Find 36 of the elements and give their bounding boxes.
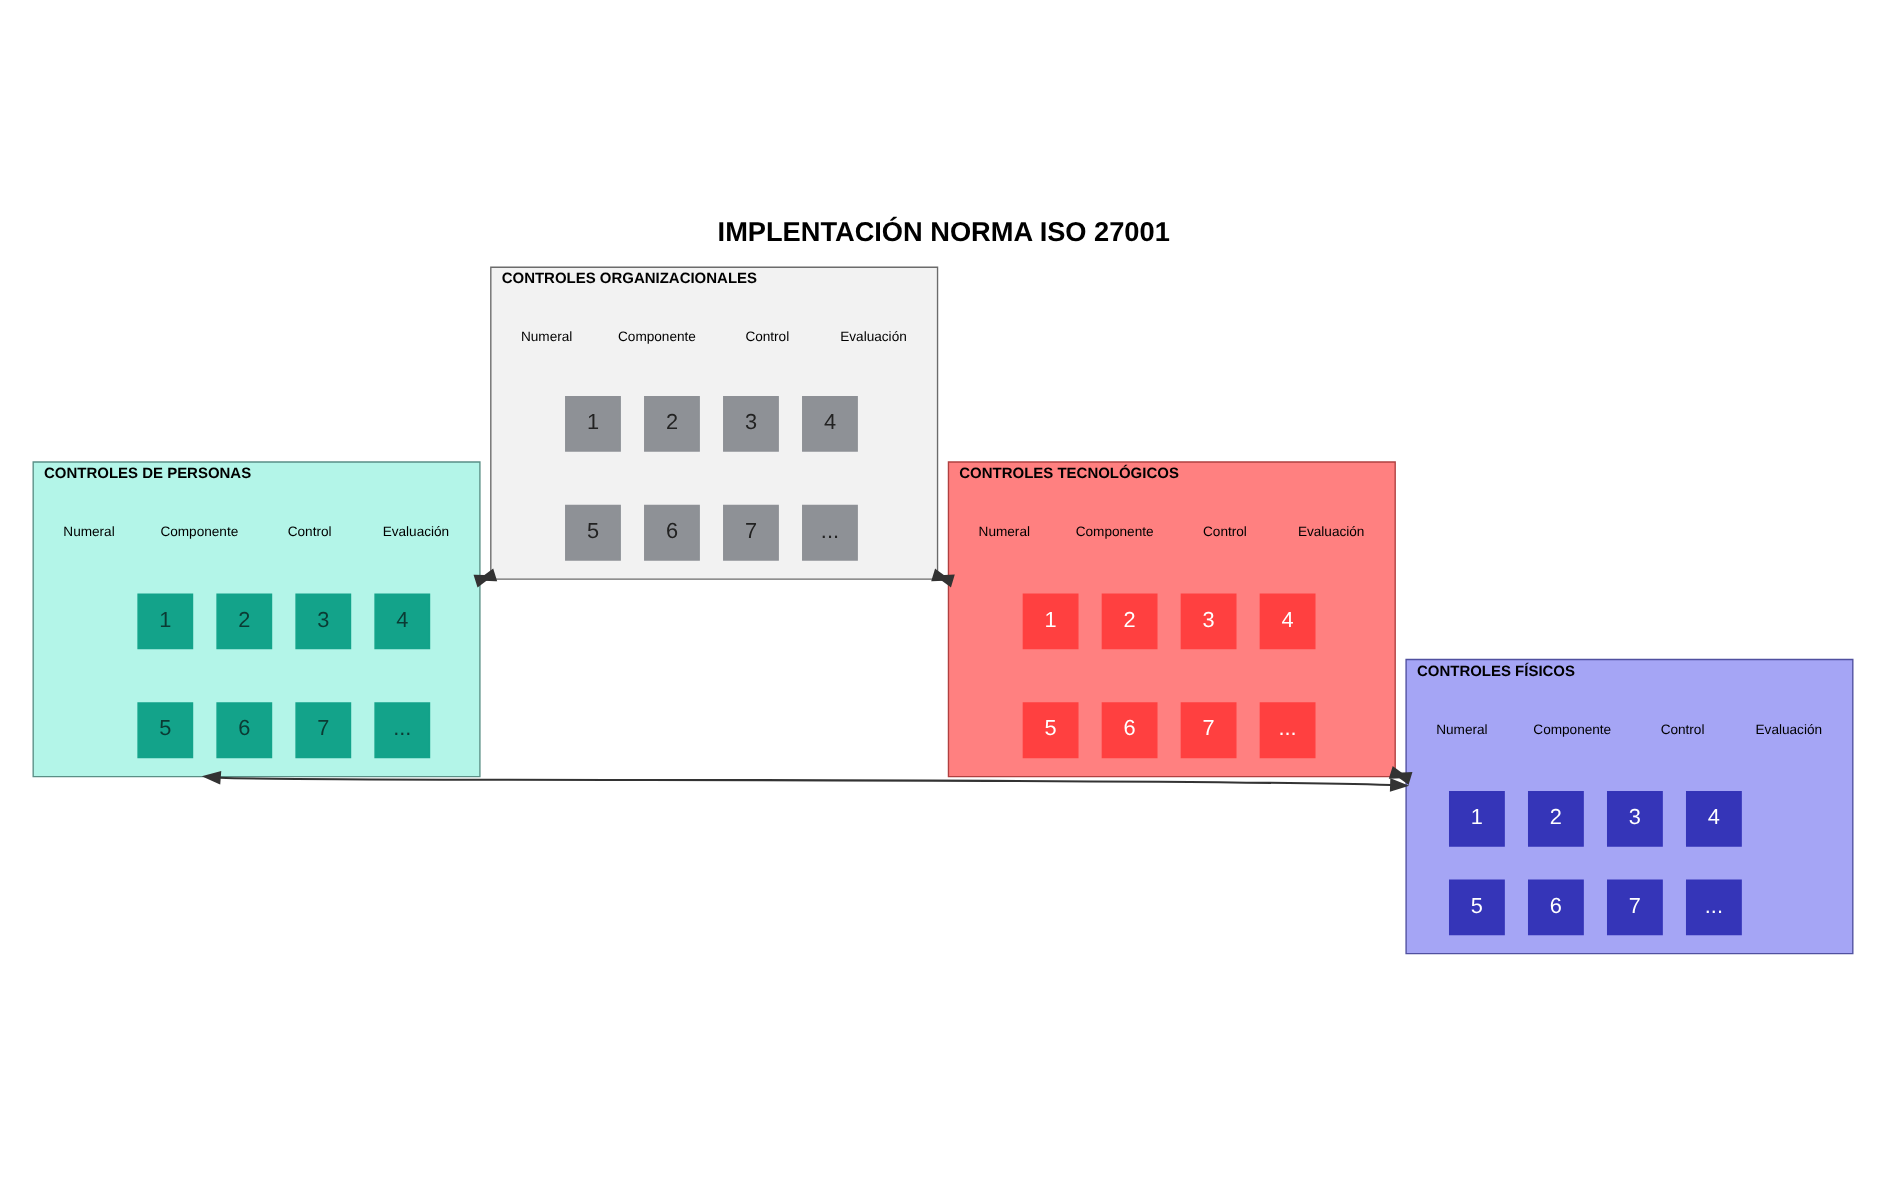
- node-box: 5: [1449, 878, 1505, 935]
- node-box: 7: [723, 503, 779, 560]
- node-box: 4: [374, 592, 431, 649]
- node-box: 4: [802, 394, 858, 451]
- diagram-title: IMPLENTACIÓN NORMA ISO 27001: [717, 216, 1170, 247]
- node-box: 6: [1528, 878, 1584, 935]
- node-box: 2: [1101, 592, 1158, 649]
- node-box: ...: [802, 503, 858, 560]
- node-box: 5: [565, 503, 621, 560]
- node-box: 7: [1607, 878, 1663, 935]
- node-box: 3: [1180, 592, 1237, 649]
- node-box: 3: [723, 394, 779, 451]
- node-box: 6: [216, 701, 273, 758]
- node-box: 2: [644, 394, 700, 451]
- node-box: 1: [1449, 789, 1505, 846]
- node-box: 2: [216, 592, 273, 649]
- node-box: 4: [1686, 789, 1742, 846]
- node-box: 1: [1022, 592, 1079, 649]
- node-box: 2: [1528, 789, 1584, 846]
- node-box: ...: [374, 701, 431, 758]
- arrow: [931, 567, 955, 587]
- node-box: 1: [137, 592, 194, 649]
- node-box: 3: [295, 592, 352, 649]
- node-box: 6: [1101, 701, 1158, 758]
- node-box: 1: [565, 394, 621, 451]
- node-box: ...: [1686, 878, 1742, 935]
- arrow: [473, 567, 498, 587]
- arrow: [1388, 765, 1413, 784]
- node-box: 7: [1180, 701, 1237, 758]
- node-box: 5: [137, 701, 194, 758]
- node-box: 6: [644, 503, 700, 560]
- node-box: 5: [1022, 701, 1079, 758]
- node-box: 7: [295, 701, 352, 758]
- node-box: 3: [1607, 789, 1663, 846]
- node-box: ...: [1259, 701, 1316, 758]
- node-box: 4: [1259, 592, 1316, 649]
